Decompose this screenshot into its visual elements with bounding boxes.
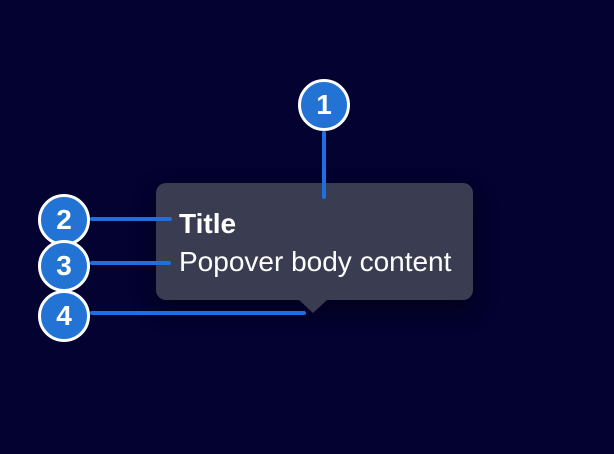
callout-line-4 — [90, 311, 306, 315]
callout-marker-2: 2 — [38, 194, 90, 246]
callout-line-3 — [90, 261, 171, 265]
popover: Title Popover body content — [156, 183, 473, 313]
callout-number: 3 — [56, 250, 72, 281]
callout-number: 2 — [56, 204, 72, 235]
callout-marker-3: 3 — [38, 240, 90, 292]
popover-title: Title — [179, 208, 237, 239]
callout-marker-1: 1 — [298, 79, 350, 131]
callout-marker-4: 4 — [38, 290, 90, 342]
callout-line-1 — [322, 131, 326, 199]
popover-caret-icon — [299, 300, 327, 313]
callout-number: 4 — [56, 300, 72, 331]
popover-body-text: Popover body content — [179, 246, 452, 277]
callout-line-2 — [90, 217, 172, 221]
callout-number: 1 — [316, 89, 332, 120]
